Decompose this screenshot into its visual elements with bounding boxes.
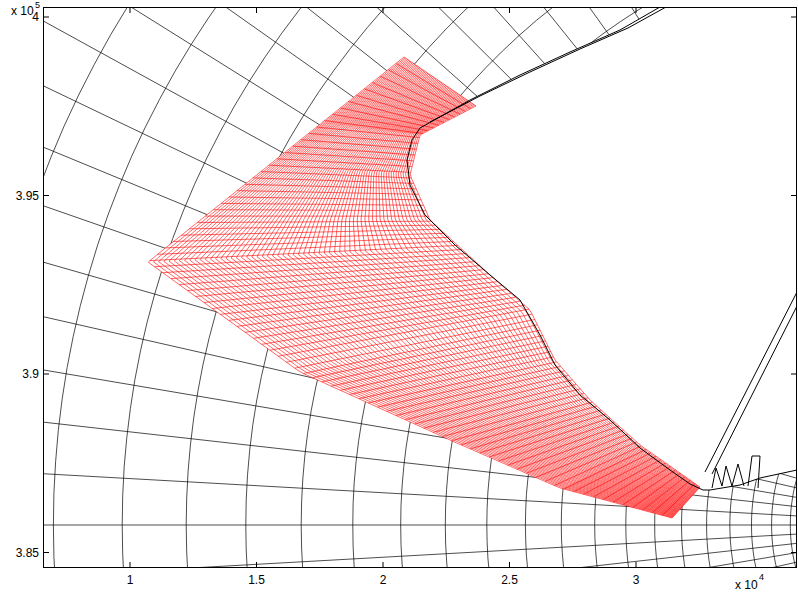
tick-label: 3.85 [16, 547, 39, 559]
axis-multiplier: 4 [759, 573, 764, 582]
tick-label: 1 [127, 574, 134, 586]
axis-ticks [44, 8, 796, 567]
axes-box [44, 8, 797, 568]
tick-label: 3.95 [16, 190, 39, 202]
nested-grid-ground [154, 57, 700, 518]
coastline [407, 7, 797, 490]
harbour-structures [705, 292, 797, 488]
coarse-grid [43, 7, 797, 568]
tick-label: 2.5 [501, 574, 518, 586]
axis-multiplier: x 10 [735, 579, 758, 591]
tick-label: 3.9 [22, 368, 39, 380]
tick-label: 2 [380, 574, 387, 586]
axis-multiplier: x 10 [11, 5, 34, 17]
tick-label: 3 [633, 574, 640, 586]
axis-multiplier: 5 [35, 1, 40, 10]
tick-label: 1.5 [248, 574, 265, 586]
